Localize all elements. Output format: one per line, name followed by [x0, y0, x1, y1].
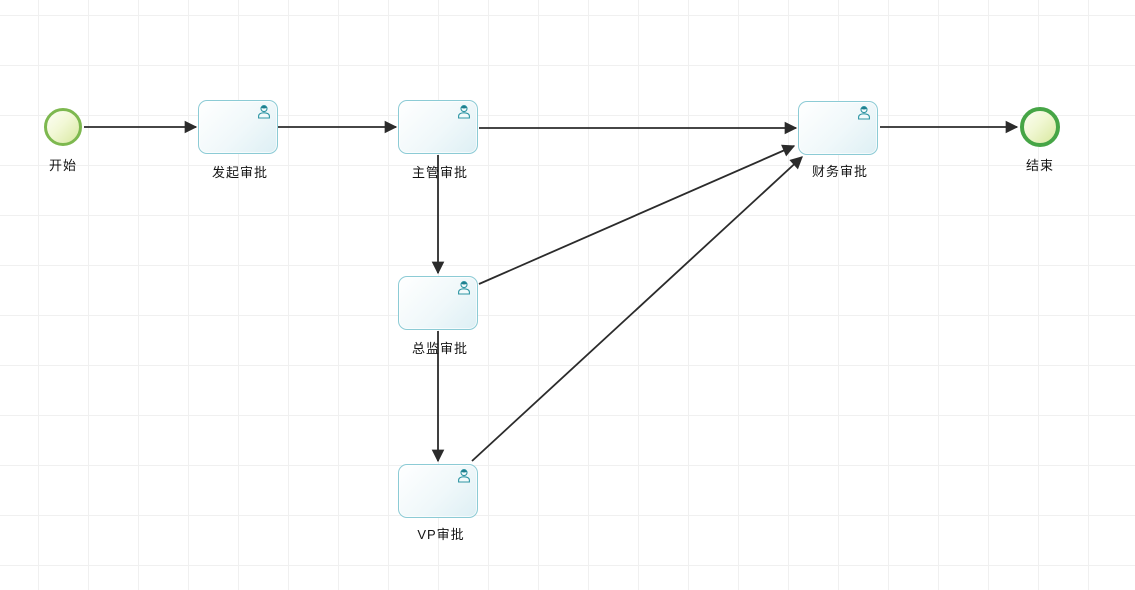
task-director-approval[interactable] — [398, 276, 478, 330]
end-event[interactable] — [1020, 107, 1060, 147]
task-supervisor-approval[interactable] — [398, 100, 478, 154]
user-icon — [458, 105, 470, 119]
task-initiate-label: 发起审批 — [211, 165, 269, 180]
user-icon — [458, 281, 470, 295]
sequence-flow-6[interactable] — [471, 156, 803, 462]
task-director-label: 总监审批 — [411, 341, 469, 356]
task-supervisor-label: 主管审批 — [411, 165, 469, 180]
start-event[interactable] — [44, 108, 82, 146]
sequence-flow-5[interactable] — [478, 144, 796, 285]
task-finance-label: 财务审批 — [811, 164, 869, 179]
user-icon — [458, 469, 470, 483]
task-vp-approval[interactable] — [398, 464, 478, 518]
task-initiate-approval[interactable] — [198, 100, 278, 154]
task-vp-label: VP审批 — [417, 527, 465, 542]
user-icon — [258, 105, 270, 119]
start-event-label: 开始 — [48, 158, 78, 173]
end-event-label: 结束 — [1025, 158, 1055, 173]
user-icon — [858, 106, 870, 120]
task-finance-approval[interactable] — [798, 101, 878, 155]
